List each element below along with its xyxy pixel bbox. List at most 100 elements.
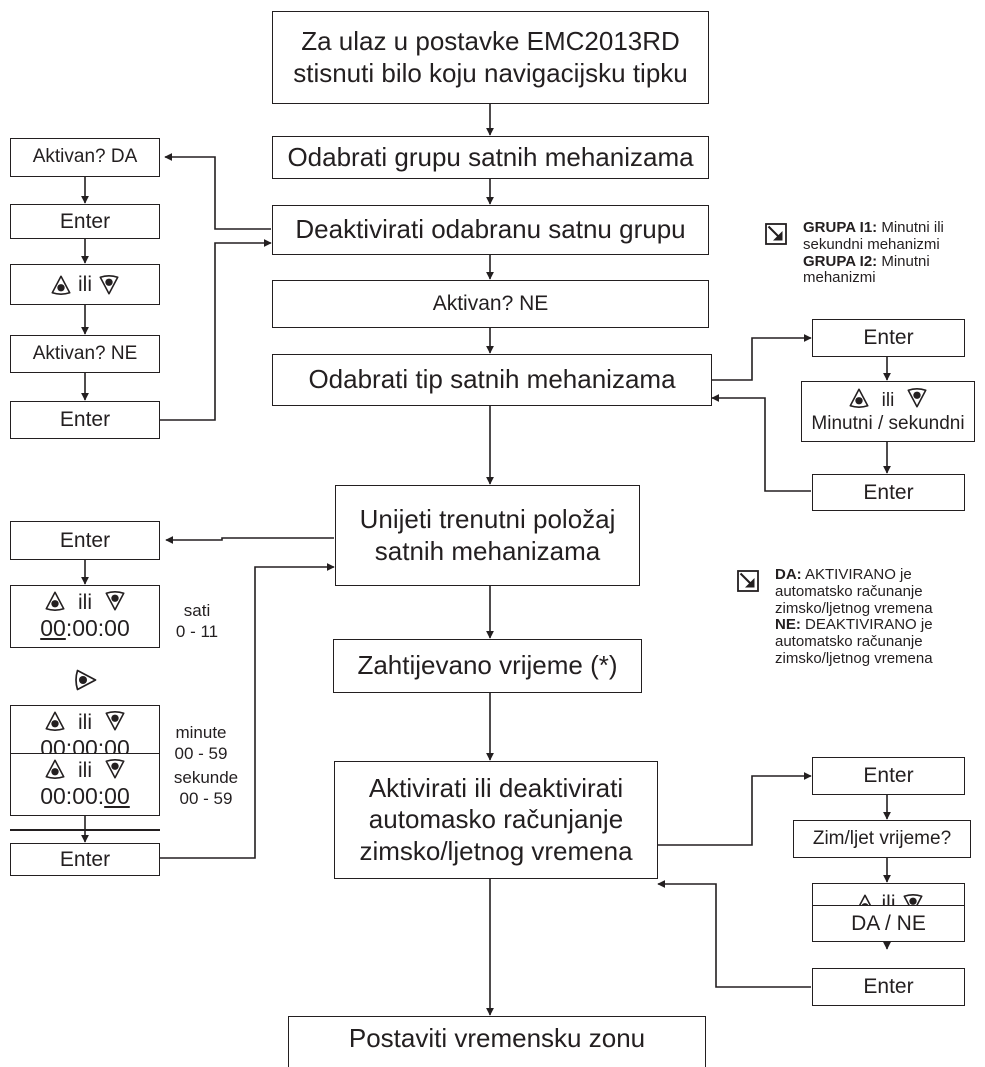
right-type-box: ili Minutni / sekundni (801, 381, 975, 442)
group-i2-text-b: mehanizmi (803, 269, 876, 287)
connector (712, 334, 812, 381)
seconds-label-text: sekunde (173, 768, 239, 787)
select-type-box: Odabrati tip satnih mehanizama (272, 354, 712, 406)
dst-ne-label: NE: (775, 616, 801, 634)
dst-box: Aktivirati ili deaktivirati automasko ra… (334, 761, 658, 879)
select-group-box: Odabrati grupu satnih mehanizama (272, 136, 709, 179)
active-no-box: Aktivan? NE (272, 280, 709, 328)
left-enter-text-1: Enter (59, 209, 111, 233)
left-active-no-box: Aktivan? NE (10, 335, 160, 373)
seconds-pre: 00:00: (40, 783, 105, 810)
seconds-range-text: 00 - 59 (179, 789, 233, 809)
left-active-no-text: Aktivan? NE (32, 342, 138, 364)
connector (159, 563, 335, 859)
toggle-word: ili (78, 272, 92, 296)
entry-text-line1: Za ulaz u postavke EMC2013RD (301, 26, 680, 57)
dst-da-text-a: AKTIVIRANO je (801, 566, 912, 583)
group-i1-label: GRUPA I1: (803, 219, 878, 236)
down-button-icon (98, 274, 120, 296)
up-button-icon (44, 590, 66, 612)
up-button-icon (44, 710, 66, 732)
deactivate-group-box: Deaktivirati odabranu satnu grupu (272, 205, 709, 255)
dst-question-box: Zim/ljet vrijeme? (793, 820, 971, 858)
hours-box: ili 00:00:00 (10, 585, 160, 648)
left-enter-bottom-box: Enter (10, 843, 160, 876)
hours-label: sati 0 - 11 (166, 600, 228, 643)
left-active-yes-box: Aktivan? DA (10, 138, 160, 177)
deactivate-group-text: Deaktivirati odabranu satnu grupu (295, 214, 686, 245)
type-options-text: Minutni / sekundni (811, 413, 965, 434)
minutes-label-text: minute (175, 723, 227, 742)
left-enter-text-2: Enter (59, 408, 111, 432)
down-button-icon (104, 758, 126, 780)
minutes-range-text: 00 - 59 (174, 744, 228, 764)
entry-box: Za ulaz u postavke EMC2013RD stisnuti bi… (272, 11, 709, 104)
select-group-text: Odabrati grupu satnih mehanizama (287, 141, 694, 172)
seconds-box (10, 829, 160, 831)
hours-range-text: 0 - 11 (175, 622, 219, 642)
right-enter-box-4: Enter (812, 968, 965, 1006)
enter-position-line2: satnih mehanizama (374, 535, 601, 566)
dst-ne-text-a: DEAKTIVIRANO je (800, 616, 933, 634)
hours-toggle-line: ili (44, 590, 126, 615)
group-i2-text-a: Minutni (877, 252, 930, 270)
dst-ne-text-c: zimsko/ljetnog vremena (775, 649, 933, 667)
left-active-yes-text: Aktivan? DA (32, 146, 138, 168)
note-arrow-icon (737, 570, 759, 592)
enter-position-box: Unijeti trenutni položaj satnih mehaniza… (335, 485, 640, 586)
group-i2-label: GRUPA I2: (803, 252, 878, 270)
right-enter-box-1: Enter (812, 319, 965, 357)
minutes-toggle-line: ili (44, 710, 126, 735)
active-no-text: Aktivan? NE (432, 292, 549, 316)
hours-value: 00:00:00 (40, 615, 130, 643)
down-button-icon (104, 710, 126, 732)
time-zone-text: Postaviti vremensku zonu (348, 1023, 646, 1053)
dst-line2: automasko računjanje (368, 804, 624, 835)
dst-note: DA: AKTIVIRANO je automatsko računanje z… (775, 566, 933, 668)
seconds-time-box-visible: ili 00:00:00 (10, 753, 160, 816)
up-button-icon (848, 387, 870, 409)
required-time-text: Zahtijevano vrijeme (*) (357, 650, 618, 681)
dst-da-label: DA: (775, 566, 802, 583)
connector (711, 394, 811, 492)
right-enter-text-1: Enter (863, 326, 914, 350)
dst-da-text-c: zimsko/ljetnog vremena (775, 599, 933, 617)
enter-position-line1: Unijeti trenutni položaj (359, 504, 616, 535)
toggle-word: ili (78, 759, 92, 783)
right-enter-text-2: Enter (863, 480, 914, 504)
connector (164, 153, 271, 230)
right-enter-box-2: Enter (812, 474, 965, 511)
seconds-label: sekunde 00 - 59 (164, 767, 248, 810)
hours-digits: 00 (40, 615, 66, 642)
right-enter-text-4: Enter (863, 975, 914, 999)
connector (658, 772, 812, 846)
dst-ne-text-b: automatsko računanje (775, 633, 923, 651)
time-zone-box: Postaviti vremensku zonu (288, 1016, 706, 1067)
left-enter-box-1: Enter (10, 204, 160, 239)
dst-question-text: Zim/ljet vrijeme? (812, 827, 952, 849)
up-button-icon (44, 758, 66, 780)
toggle-word: ili (78, 711, 92, 735)
hours-label-text: sati (183, 601, 211, 620)
dst-options-da-ne: DA / NE (812, 905, 965, 942)
connector (159, 239, 272, 421)
dst-options-text: DA / NE (851, 911, 926, 935)
left-enter-top-text: Enter (59, 528, 111, 552)
down-button-icon (104, 590, 126, 612)
right-enter-text-3: Enter (863, 764, 914, 788)
group-i1-text-a: Minutni ili (877, 219, 944, 236)
right-button-icon (74, 668, 98, 692)
left-enter-top-box: Enter (10, 521, 160, 560)
entry-text-line2: stisnuti bilo koju navigacijsku tipku (293, 57, 688, 88)
seconds-digits: 00 (104, 783, 130, 810)
left-toggle-box: ili (10, 264, 160, 305)
select-type-text: Odabrati tip satnih mehanizama (308, 364, 676, 395)
required-time-box: Zahtijevano vrijeme (*) (333, 639, 642, 693)
toggle-word: ili (78, 591, 92, 615)
left-enter-box-2: Enter (10, 401, 160, 439)
note-arrow-icon (765, 223, 787, 245)
dst-da-text-b: automatsko računanje (775, 582, 923, 600)
toggle-word: ili (881, 390, 895, 412)
right-toggle-line: ili (848, 387, 927, 413)
